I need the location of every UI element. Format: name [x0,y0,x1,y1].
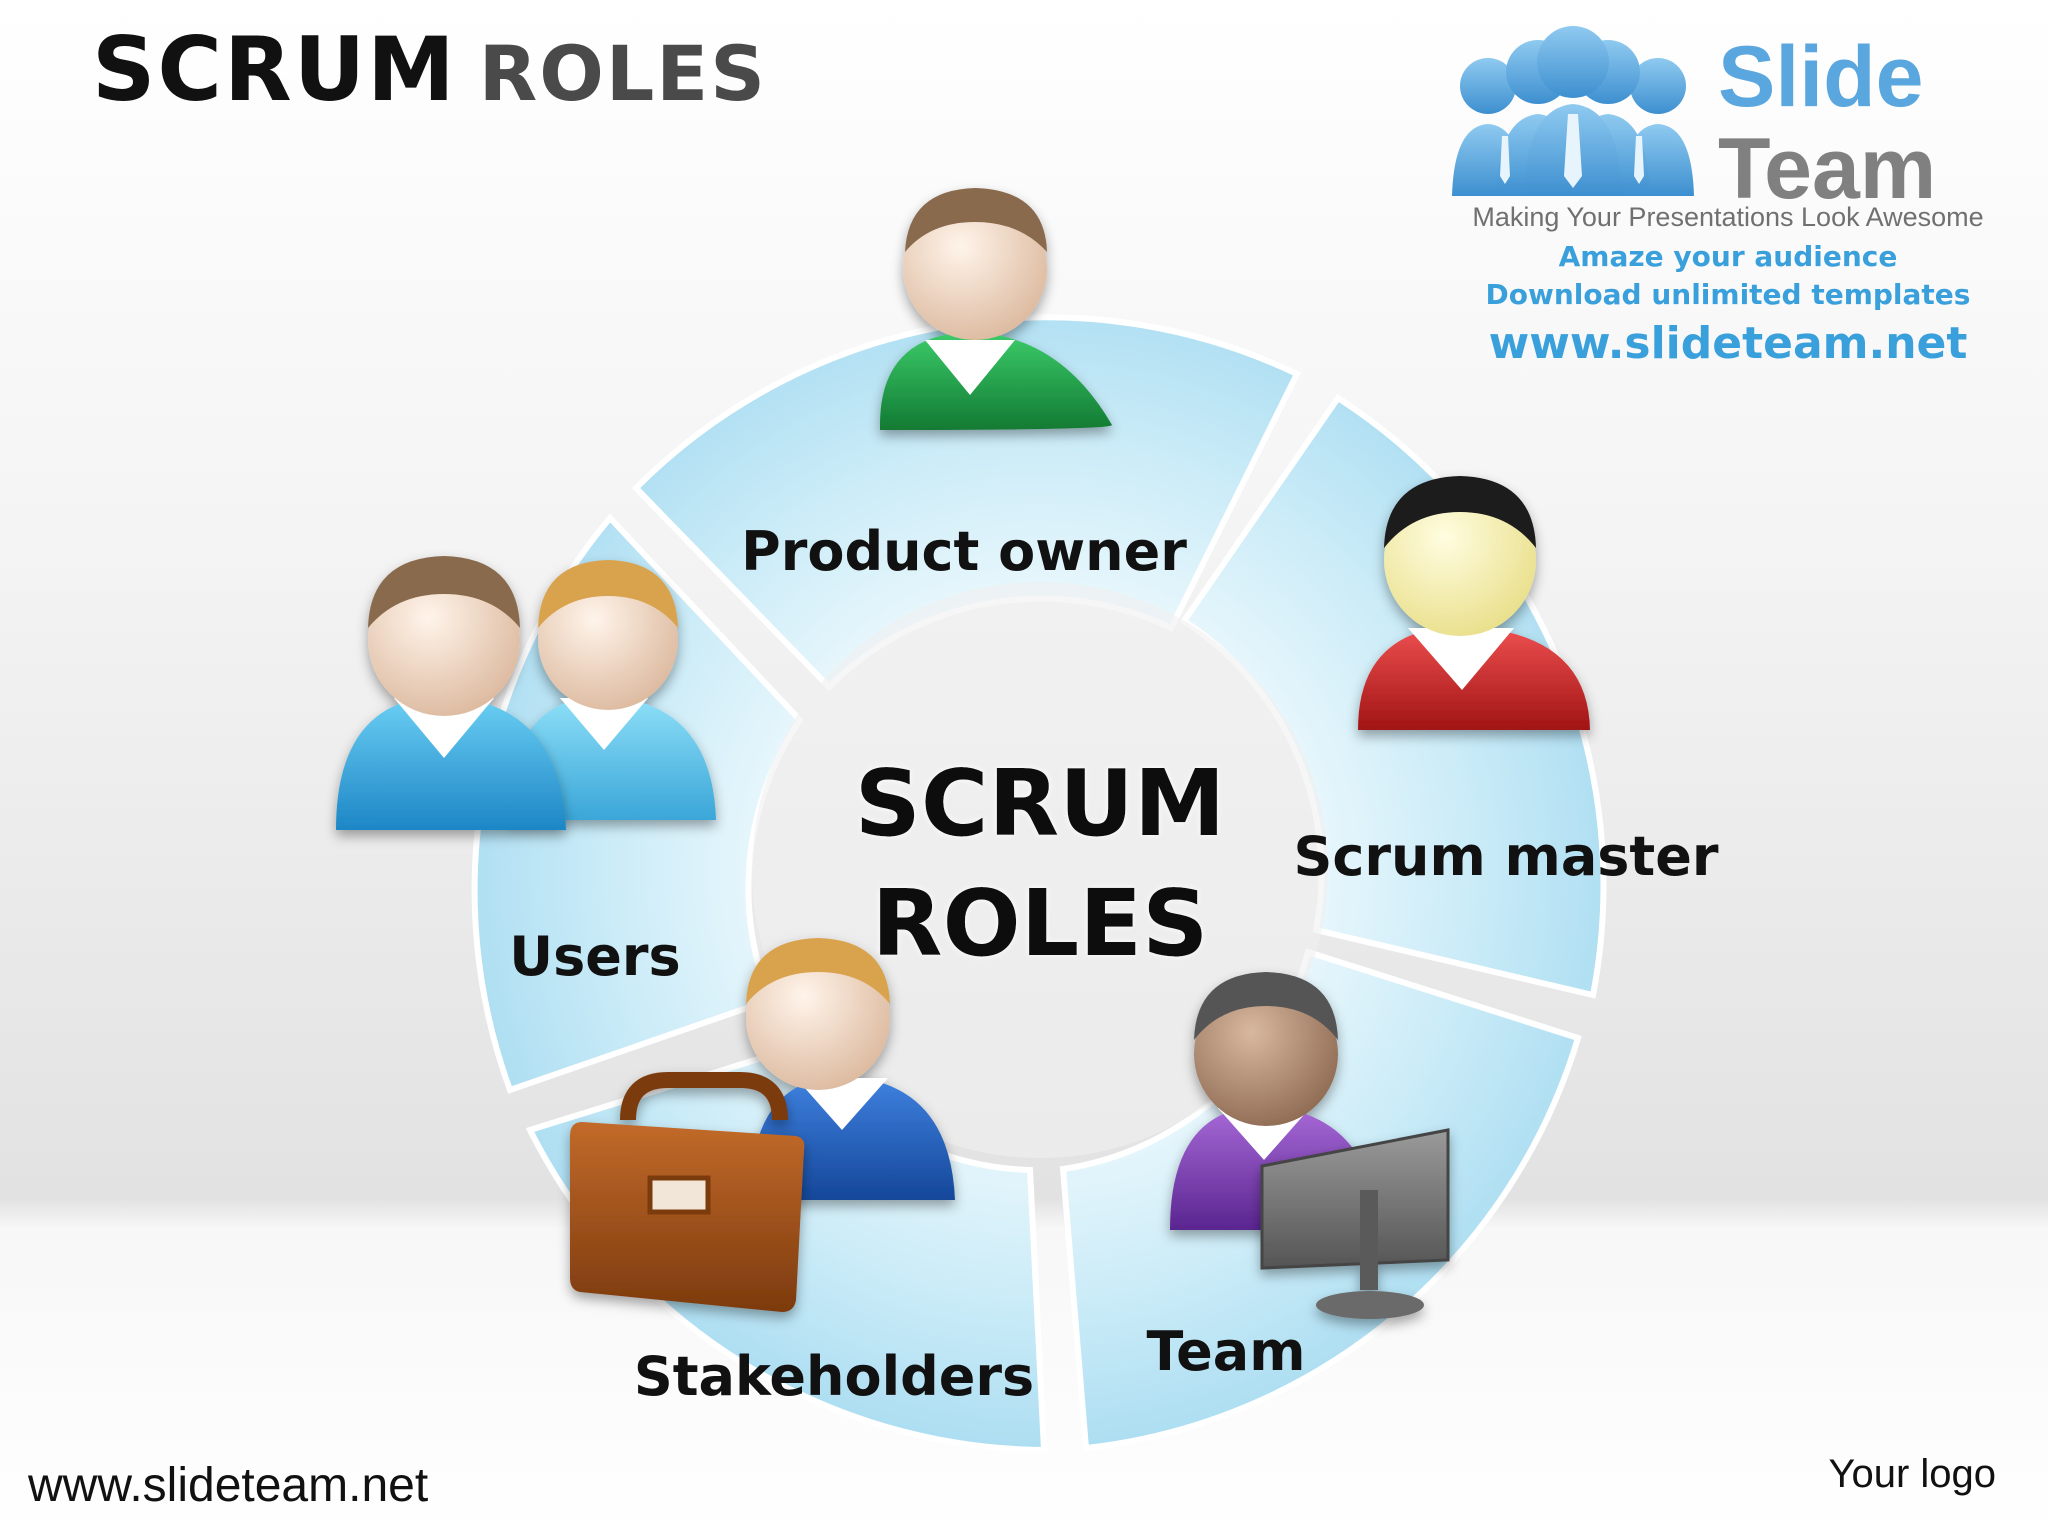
monitor-icon [1260,1128,1450,1319]
scrum-master-person-icon [1358,476,1590,730]
center-hub [752,582,1328,1158]
brand-name-slide: Slide [1718,29,1924,125]
brand-line-amaze: Amaze your audience [1558,240,1898,273]
brand-url[interactable]: www.slideteam.net [1488,318,1968,369]
center-title-line1: SCRUM [855,750,1226,857]
team-people-icon [1452,26,1694,196]
brand-line-download: Download unlimited templates [1485,278,1971,311]
brand-logo: Slide Team Making Your Presentations Loo… [1448,26,2008,376]
brand-tagline: Making Your Presentations Look Awesome [1472,202,1984,232]
center-title-line2: ROLES [872,870,1209,977]
title-bold: SCRUM [92,18,457,121]
label-product-owner: Product owner [741,520,1187,583]
users-person-icon-front [336,556,566,830]
briefcase-icon [570,1072,805,1312]
brand-name-team: Team [1718,121,1937,217]
label-users: Users [509,925,680,988]
product-owner-person-icon [880,188,1112,430]
title-light: ROLES [478,29,767,118]
footer-logo-placeholder: Your logo [1828,1452,1996,1496]
label-stakeholders: Stakeholders [634,1345,1034,1408]
label-team: Team [1147,1320,1306,1383]
label-scrum-master: Scrum master [1294,825,1719,888]
footer-url[interactable]: www.slideteam.net [28,1459,429,1512]
